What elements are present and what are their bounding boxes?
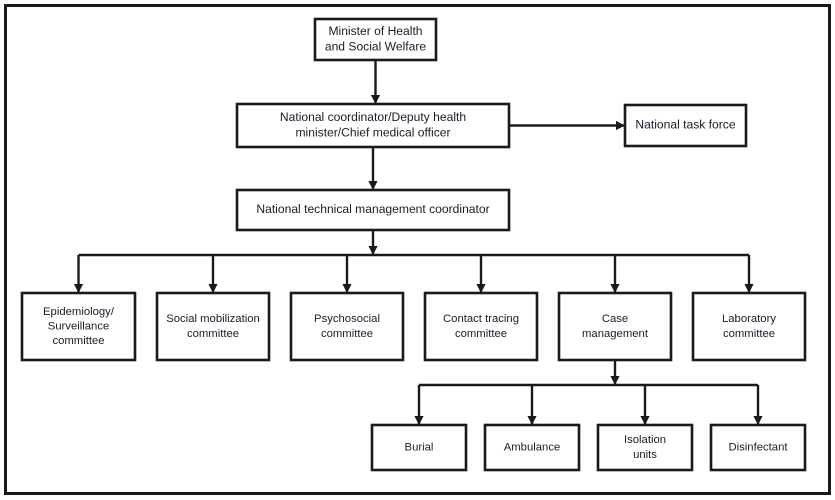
- ambulance-box-label: Ambulance: [504, 441, 561, 453]
- contact-tracing-committee-box-outline: [423, 291, 539, 362]
- national-technical-management-coordinator-box[interactable]: National technical management coordinato…: [235, 188, 511, 232]
- connector-layer: [73, 60, 763, 425]
- national-task-force-box[interactable]: National task force: [623, 103, 748, 148]
- minister-of-health-box-outline: [313, 17, 438, 62]
- connector-technical-to-committees: [73, 230, 754, 293]
- figure-outer-frame: [4, 4, 831, 495]
- disinfectant-box-label: Disinfectant: [728, 441, 788, 453]
- burial-box[interactable]: Burial: [370, 423, 468, 472]
- isolation-units-box-outline: [596, 423, 694, 472]
- national-coordinator-box-outline: [235, 102, 511, 149]
- connector-minister-to-coordinator: [370, 60, 381, 104]
- national-technical-management-coordinator-box-outline: [235, 188, 511, 232]
- disinfectant-box[interactable]: Disinfectant: [709, 423, 807, 472]
- epidemiology-surveillance-committee-box-outline: [20, 291, 137, 362]
- national-task-force-box-label: National task force: [635, 118, 735, 132]
- disinfectant-box-outline: [709, 423, 807, 472]
- connector-coordinator-to-technical: [368, 147, 378, 190]
- ambulance-box-outline: [483, 423, 581, 472]
- national-technical-management-coordinator-box-label: National technical management coordinato…: [256, 202, 489, 216]
- burial-box-outline: [370, 423, 468, 472]
- burial-box-label: Burial: [405, 441, 434, 453]
- psychosocial-committee-box-outline: [289, 291, 405, 362]
- social-mobilization-committee-box-outline: [155, 291, 271, 362]
- connector-case-management-to-services: [414, 360, 763, 425]
- ambulance-box[interactable]: Ambulance: [483, 423, 581, 472]
- national-task-force-box-outline: [623, 103, 748, 148]
- case-management-box-outline: [557, 291, 673, 362]
- connector-coordinator-to-task-force: [509, 120, 625, 131]
- laboratory-committee-box-outline: [691, 291, 807, 362]
